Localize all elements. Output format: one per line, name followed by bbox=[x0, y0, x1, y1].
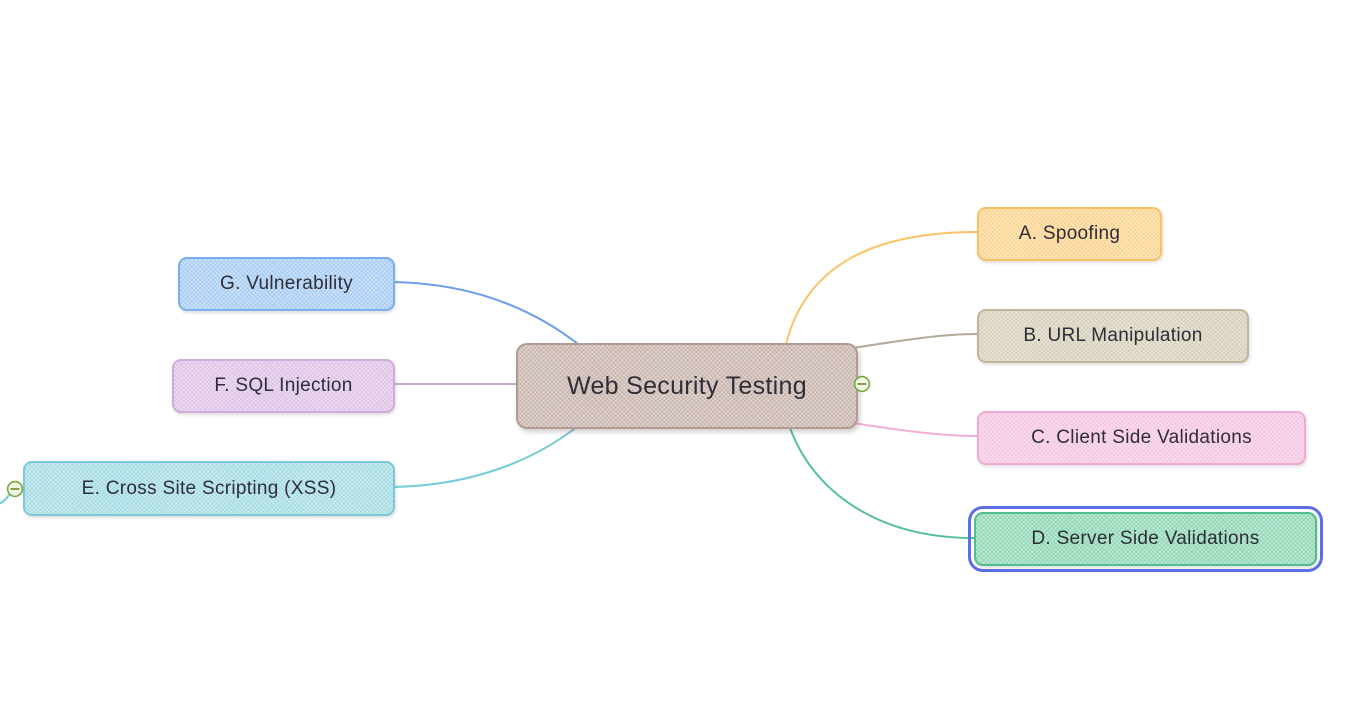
node-f-sql-injection-label: F. SQL Injection bbox=[214, 375, 353, 396]
node-g-vulnerability-label: G. Vulnerability bbox=[220, 273, 353, 294]
connector-root-b-url-manipulation bbox=[852, 333, 978, 349]
node-a-spoofing-label: A. Spoofing bbox=[1018, 223, 1121, 244]
node-d-server-side-validations-label: D. Server Side Validations bbox=[1031, 528, 1260, 549]
central-topic-node[interactable]: Web Security Testing bbox=[516, 343, 858, 429]
collapse-ring bbox=[6, 480, 24, 498]
central-topic-label: Web Security Testing bbox=[567, 371, 807, 400]
node-b-url-manipulation[interactable]: B. URL Manipulation bbox=[977, 309, 1249, 363]
node-f-sql-injection[interactable]: F. SQL Injection bbox=[172, 359, 395, 413]
connector-root-c-client-side-validations bbox=[852, 422, 978, 437]
node-d-server-side-validations[interactable]: D. Server Side Validations bbox=[968, 506, 1323, 572]
node-e-cross-site-scripting[interactable]: E. Cross Site Scripting (XSS) bbox=[23, 461, 395, 516]
node-c-client-side-validations-label: C. Client Side Validations bbox=[1031, 427, 1252, 448]
node-b-url-manipulation-label: B. URL Manipulation bbox=[1023, 325, 1203, 346]
collapse-minus-icon-root[interactable] bbox=[853, 375, 871, 393]
node-g-vulnerability[interactable]: G. Vulnerability bbox=[178, 257, 395, 311]
node-e-cross-site-scripting-label: E. Cross Site Scripting (XSS) bbox=[81, 477, 337, 499]
connector-root-g-vulnerability bbox=[390, 281, 579, 345]
collapse-ring bbox=[853, 375, 871, 393]
node-c-client-side-validations[interactable]: C. Client Side Validations bbox=[977, 411, 1306, 465]
node-a-spoofing[interactable]: A. Spoofing bbox=[977, 207, 1162, 261]
connector-root-a-spoofing bbox=[785, 231, 978, 345]
connector-root-e-xss bbox=[390, 425, 579, 488]
connector-root-d-server-side-validations bbox=[788, 424, 975, 539]
collapse-minus-icon-xss[interactable] bbox=[6, 480, 24, 498]
